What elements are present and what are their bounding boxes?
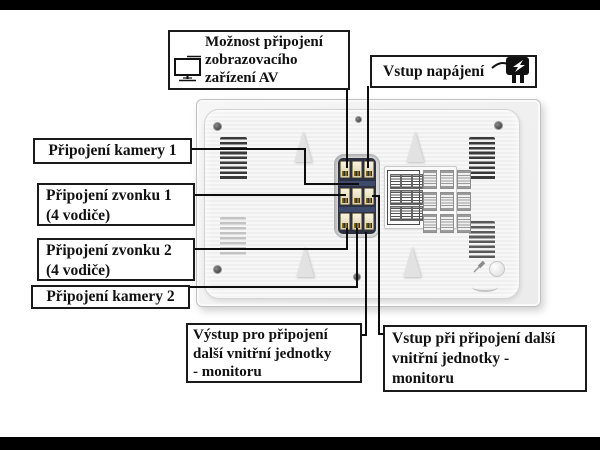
screwdriver-icon <box>473 260 486 273</box>
callout-text: Vstup napájení <box>383 62 485 80</box>
vent-bottom-left <box>220 217 246 257</box>
label-text-chip <box>457 170 471 189</box>
label-text-chip <box>440 214 454 233</box>
callout-text: Možnost připojení <box>205 34 323 50</box>
connector-pins <box>366 171 372 176</box>
pin-diagram-glyph <box>412 173 423 189</box>
mount-hook-bottom-left <box>296 246 314 277</box>
callout-text: monitoru <box>392 370 454 387</box>
connector-pins <box>366 223 372 228</box>
mount-hook-top-right <box>406 131 424 162</box>
callout-text: zařízení AV <box>205 70 279 86</box>
vent-bottom-right <box>469 221 495 259</box>
callout-text: Připojení kamery 1 <box>48 142 177 159</box>
label-text-chip <box>423 214 437 233</box>
callout-monitor-output: Výstup pro připojení další vnitřní jedno… <box>186 323 362 383</box>
screw-top-center <box>355 116 362 123</box>
label-text-chip <box>440 192 454 211</box>
wire-camera-1 <box>191 148 306 150</box>
connector-pins <box>342 198 348 203</box>
label-text-chip <box>423 192 437 211</box>
pin-diagram-glyph <box>390 189 401 205</box>
speaker-vent-top-left <box>220 137 247 181</box>
wire-doorbell-1 <box>194 194 346 196</box>
callout-text: Výstup pro připojení <box>193 327 328 343</box>
case-notch-arc <box>472 282 498 292</box>
pin-diagram-box <box>387 170 423 225</box>
letterbox-top <box>0 0 600 10</box>
label-text-chip <box>440 170 454 189</box>
wire-monitor-input <box>378 195 380 335</box>
connector-pins <box>366 198 372 203</box>
pin-diagram-glyph <box>412 206 423 222</box>
screw-top-left <box>213 122 222 131</box>
cap-bottom-right <box>489 261 505 277</box>
wire-camera-2 <box>356 228 358 288</box>
connector-pins <box>354 171 360 176</box>
callout-text: další vnitřní jednotky <box>193 345 332 362</box>
wire-monitor-output <box>359 334 367 336</box>
wire-monitor-input <box>372 195 380 197</box>
pin-text-grid <box>423 170 471 233</box>
callout-text: (4 vodiče) <box>46 261 111 279</box>
terminal-connector <box>364 161 374 178</box>
callout-monitor-input: Vstup při připojení další vnitřní jednot… <box>383 325 587 392</box>
callout-camera-2: Připojení kamery 2 <box>31 285 190 309</box>
callout-av-display: Možnost připojení zobrazovacího zařízení… <box>168 30 350 90</box>
pin-diagram-glyph <box>401 206 412 222</box>
connector-pins <box>354 198 360 203</box>
pin-diagram-glyph <box>401 173 412 189</box>
callout-doorbell-2: Připojení zvonku 2 (4 vodiče) <box>37 238 195 281</box>
wire-power-input <box>367 86 369 168</box>
label-text-chip <box>457 192 471 211</box>
callout-camera-1: Připojení kamery 1 <box>33 138 192 164</box>
callout-text: vnitřní jednotky - <box>392 350 510 367</box>
pin-diagram-glyph <box>390 206 401 222</box>
monitor-icon <box>174 55 201 82</box>
terminal-connector <box>352 161 362 178</box>
terminal-connector <box>364 213 374 230</box>
terminal-connector <box>340 188 350 205</box>
label-text-chip <box>457 214 471 233</box>
wire-monitor-input <box>378 333 385 335</box>
pin-diagram-glyph <box>401 189 412 205</box>
wire-av-display <box>346 89 348 168</box>
letterbox-bottom <box>0 437 600 450</box>
connector-pins <box>354 223 360 228</box>
wire-monitor-output <box>365 232 367 336</box>
callout-power-input: Vstup napájení <box>370 55 537 88</box>
callout-doorbell-1: Připojení zvonku 1 (4 vodiče) <box>37 183 195 226</box>
pin-diagram-glyph <box>412 189 423 205</box>
callout-text: Vstup při připojení další <box>392 330 556 347</box>
screw-bottom-left <box>213 265 222 274</box>
power-plug-icon <box>491 56 530 83</box>
callout-text: (4 vodiče) <box>46 206 111 224</box>
wire-camera-2 <box>189 286 358 288</box>
mount-hook-top-left <box>294 131 312 162</box>
terminal-connector <box>340 161 350 178</box>
wire-doorbell-2 <box>346 228 348 250</box>
callout-text: Připojení kamery 2 <box>46 288 175 305</box>
callout-text: Připojení zvonku 1 <box>46 187 172 204</box>
callout-text: zobrazovacího <box>205 52 298 68</box>
connector-pins <box>342 223 348 228</box>
pcb-band <box>339 207 375 212</box>
wire-camera-1 <box>304 183 359 185</box>
screw-top-right <box>494 121 503 130</box>
pin-diagram-glyph <box>390 173 401 189</box>
wire-camera-1 <box>304 148 306 185</box>
terminal-connector <box>352 188 362 205</box>
mount-hook-bottom-right <box>403 246 421 277</box>
callout-text: Připojení zvonku 2 <box>46 242 172 259</box>
callout-text: - monitoru <box>193 364 262 380</box>
wire-doorbell-2 <box>194 248 348 250</box>
label-text-chip <box>423 170 437 189</box>
terminal-connector <box>340 213 350 230</box>
connector-pins <box>342 171 348 176</box>
speaker-vent-top-right <box>469 137 495 181</box>
